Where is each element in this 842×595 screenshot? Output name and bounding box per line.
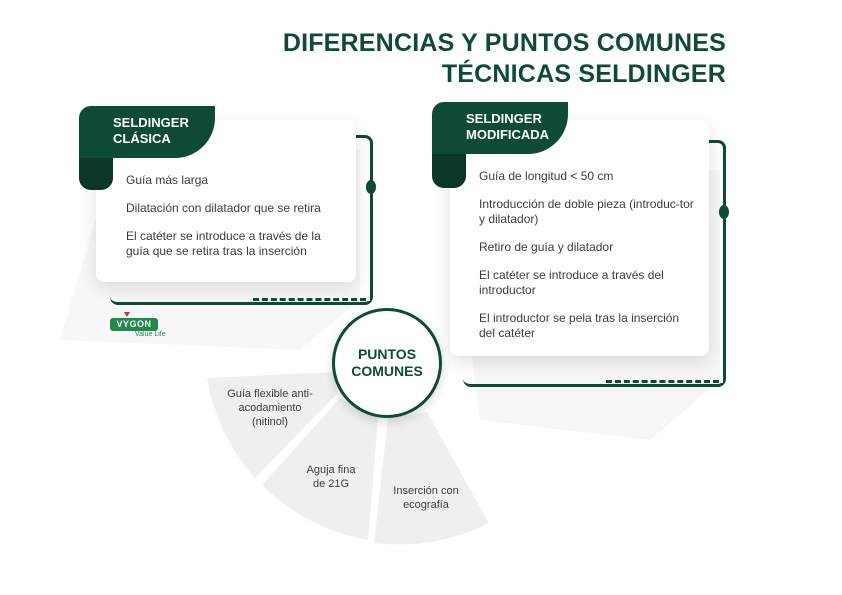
modified-frame-dot <box>719 205 729 219</box>
modified-tab: SELDINGER MODIFICADA <box>432 102 568 154</box>
logo-mark-icon <box>124 312 130 317</box>
modified-tab-line-2: MODIFICADA <box>466 127 550 142</box>
modified-item: Introducción de doble pieza (introduc-to… <box>479 197 694 226</box>
classic-item: El catéter se introduce a través de la g… <box>126 229 321 258</box>
logo-tagline: Value Life <box>135 331 166 338</box>
segment-needle <box>262 398 378 540</box>
segment-label: Guía flexible anti-acodamiento (nitinol) <box>227 388 313 428</box>
classic-list: Guía más larga Dilatación con dilatador … <box>126 173 336 272</box>
segment-label: Inserción con ecografía <box>393 485 459 511</box>
segment-label: Aguja fina de 21G <box>306 464 356 490</box>
modified-item: Retiro de guía y dilatador <box>479 240 614 254</box>
modified-item: Guía de longitud < 50 cm <box>479 169 614 183</box>
classic-frame-dash-line <box>253 298 366 301</box>
modified-list: Guía de longitud < 50 cm Introducción de… <box>479 169 694 354</box>
classic-item: Dilatación con dilatador que se retira <box>126 201 321 215</box>
segment-ultrasound <box>374 412 489 545</box>
classic-tab-line-2: CLÁSICA <box>113 131 171 146</box>
classic-item: Guía más larga <box>126 173 209 187</box>
modified-item: El introductor se pela tras la inserción… <box>479 311 680 340</box>
modified-card <box>450 120 709 356</box>
common-label-line-2: COMUNES <box>351 363 423 379</box>
modified-frame-dash-line <box>606 380 719 383</box>
classic-frame-dot <box>366 180 376 194</box>
modified-item: El catéter se introduce a través del int… <box>479 268 664 297</box>
title-line-2: TÉCNICAS SELDINGER <box>441 60 726 88</box>
segment-guide <box>207 372 338 478</box>
common-label-line-1: PUNTOS <box>357 346 417 362</box>
title-line-1: DIFERENCIAS Y PUNTOS COMUNES <box>282 29 726 57</box>
vygon-logo: VYGON <box>110 318 158 331</box>
common-points-circle: PUNTOS COMUNES <box>332 308 442 418</box>
modified-tab-line-1: SELDINGER <box>466 111 542 126</box>
page-title: DIFERENCIAS Y PUNTOS COMUNES TÉCNICAS SE… <box>283 28 726 90</box>
classic-tab-line-1: SELDINGER <box>113 115 189 130</box>
classic-tab: SELDINGER CLÁSICA <box>79 106 215 158</box>
